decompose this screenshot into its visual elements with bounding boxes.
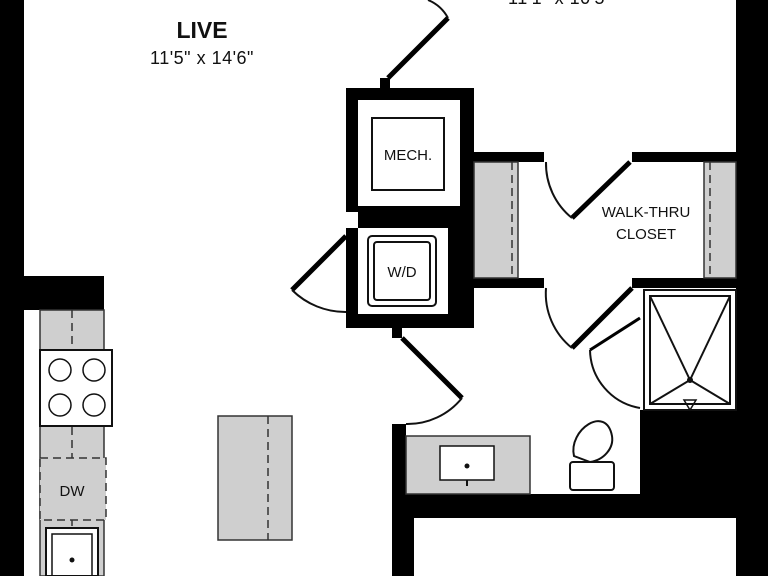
shower-door-swing [589,349,641,409]
toilet-bowl [572,420,614,464]
closet-bottom-wall [474,278,544,288]
closet-door-top [570,160,632,220]
mech-label: MECH. [384,147,432,164]
burner-icon [82,393,106,417]
core-post-bottom [392,326,402,338]
kitchen-sink-drain [69,557,75,563]
kitchen-sink [45,527,99,576]
wd-door [290,234,348,292]
room-live-name: LIVE [176,17,227,43]
bath-bottom-wall [392,494,768,518]
shower-drain [687,377,693,383]
room-live-dims: 11'5" x 14'6" [150,48,254,68]
shower-slope-1 [649,295,691,381]
shower-stall [643,289,737,411]
burner-icon [82,358,106,382]
core-gap [346,212,358,228]
toilet-tank [569,461,615,491]
core-post-top [380,78,390,90]
bath-sink [439,445,495,481]
shower-slope-2 [689,295,731,381]
shower-slope-3 [649,379,691,405]
kitchen-island [217,415,293,541]
closet-door-bottom-swing [544,287,573,349]
lower-left-wall-stub [392,518,414,576]
closet-door-top-swing [544,161,573,219]
kitchen-sink-basin [51,533,93,576]
closet-label-line1: WALK-THRU [602,204,691,221]
dishwasher [39,457,107,521]
wd-door-swing [291,289,347,314]
left-exterior-wall [0,0,24,576]
bath-door-swing [405,397,463,426]
burner-icon [48,393,72,417]
closet-door-bottom [570,286,634,350]
dishwasher-label: DW [60,483,86,500]
washer-dryer-unit [367,235,437,307]
closet-bottom-wall-right [632,278,736,288]
kitchen-wall [24,276,104,310]
door-top [386,16,450,80]
door-top-swing [427,0,449,19]
room-top-right-dims: 11'1" x 10'5" [508,0,612,8]
closet-top-wall-right [632,152,736,162]
washer-dryer-inner [373,241,431,301]
mech-unit [371,117,445,191]
shower-inner [649,295,731,405]
closet-label-line2: CLOSET [616,226,676,243]
shower-head-icon [682,399,698,412]
burner-icon [48,358,72,382]
shower-slope-4 [689,379,731,405]
closet-shelf-right [703,161,737,279]
closet-shelf-left [473,161,519,279]
closet-top-wall [474,152,544,162]
bath-door [400,336,464,400]
wd-label: W/D [387,264,416,281]
sink-drain [464,463,470,469]
shower-door [589,316,641,352]
